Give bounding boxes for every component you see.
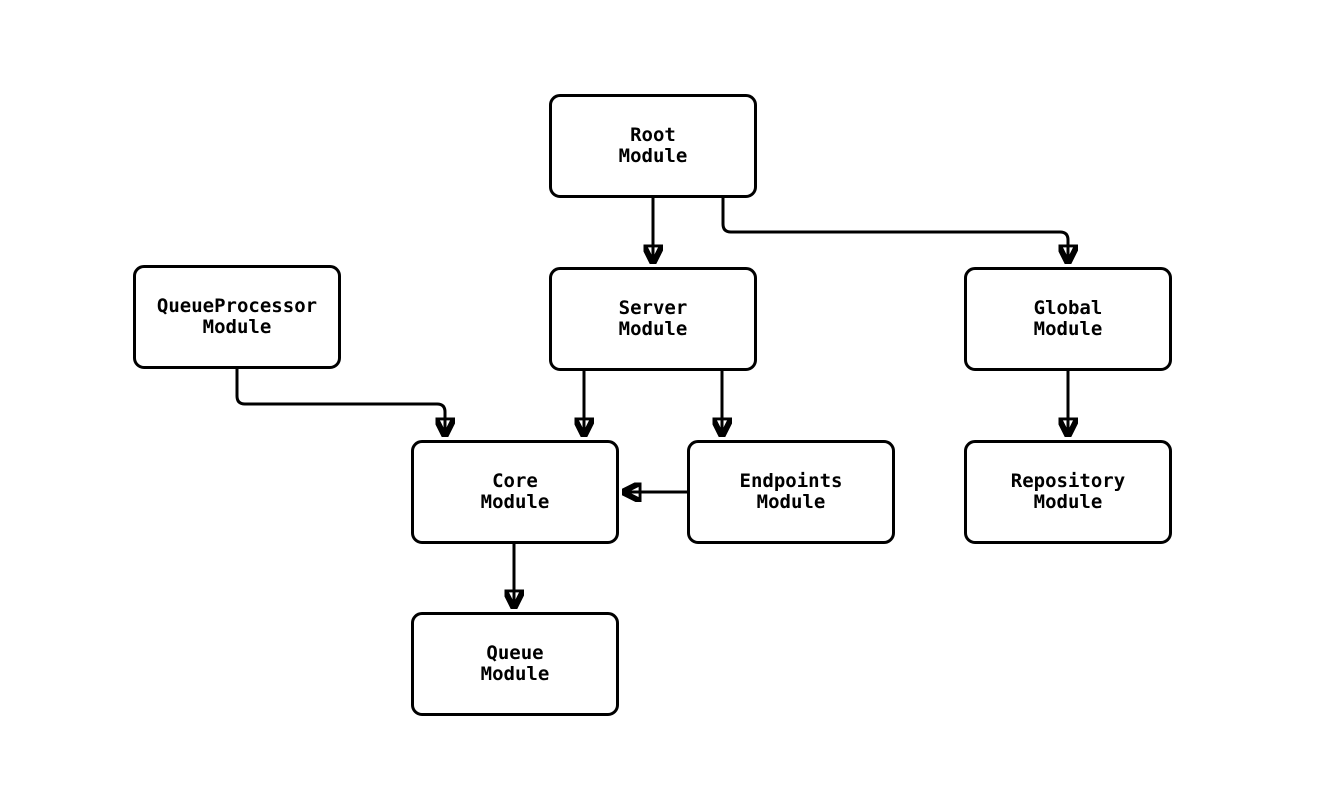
node-server-module: Server Module — [549, 267, 757, 371]
edge-queueprocessor-to-core — [235, 369, 445, 436]
node-root-module-label-line1: Root — [630, 123, 676, 146]
node-global-module-label-line2: Module — [1033, 318, 1103, 340]
node-repository-module-label-line2: Module — [1033, 491, 1103, 513]
node-root-module-label-line2: Module — [618, 145, 688, 167]
node-core-module-label-line1: Core — [492, 469, 538, 492]
node-repository-module-label-line1: Repository — [1010, 469, 1126, 492]
node-queue-module-label-line1: Queue — [486, 641, 544, 664]
node-endpoints-module-label-line1: Endpoints — [739, 469, 843, 492]
node-queueprocessor-module-label-line1: QueueProcessor — [156, 294, 318, 317]
node-server-module-label-line2: Module — [618, 318, 688, 340]
node-core-module: Core Module — [411, 440, 619, 544]
node-root-module: Root Module — [549, 94, 757, 198]
node-global-module: Global Module — [964, 267, 1172, 371]
node-server-module-label-line1: Server — [618, 296, 688, 319]
node-queueprocessor-module: QueueProcessor Module — [133, 265, 341, 369]
node-repository-module: Repository Module — [964, 440, 1172, 544]
node-core-module-label-line2: Module — [480, 491, 550, 513]
node-endpoints-module-label-line2: Module — [756, 491, 826, 513]
edge-root-to-global — [721, 198, 1068, 263]
node-queue-module-label-line2: Module — [480, 663, 550, 685]
node-queue-module: Queue Module — [411, 612, 619, 716]
node-endpoints-module: Endpoints Module — [687, 440, 895, 544]
node-queueprocessor-module-label-line2: Module — [202, 316, 272, 338]
node-global-module-label-line1: Global — [1033, 296, 1103, 319]
